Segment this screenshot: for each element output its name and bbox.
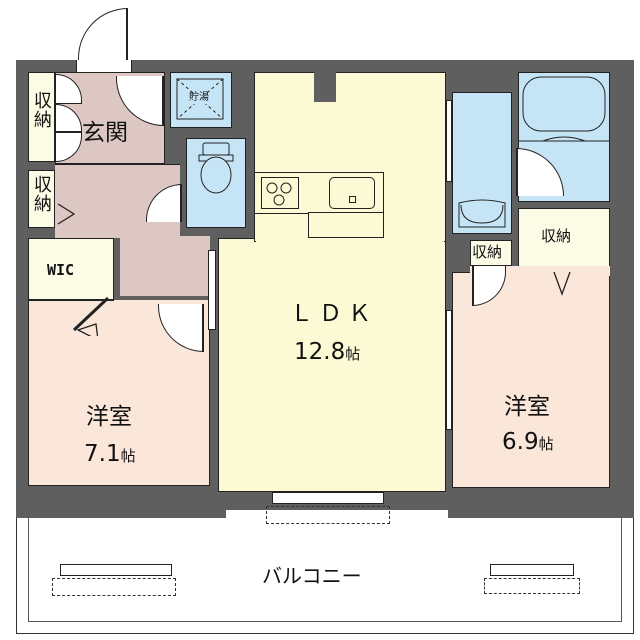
storage-right: 収納 [518, 208, 610, 268]
ldk-sliding-door-left[interactable] [208, 250, 216, 330]
western-right-name: 洋室 [504, 394, 550, 420]
storage-small-label: 収納 [472, 243, 503, 261]
western-right-size-unit: 帖 [538, 435, 554, 453]
sink-drain-icon [349, 196, 356, 203]
sink[interactable] [329, 177, 375, 209]
washbasin-icon [458, 199, 506, 228]
western-room-left-upper [114, 300, 210, 304]
water-heater: 貯湯 [170, 72, 232, 128]
ldk-window-sash [266, 506, 390, 524]
storage-entrance-label: 収納 [30, 91, 52, 129]
washroom-sliding-door[interactable] [446, 100, 452, 182]
kitchen-lower-counter [308, 212, 384, 238]
western-left-window[interactable] [60, 564, 172, 576]
washroom [452, 92, 512, 234]
stove[interactable] [261, 177, 299, 209]
ldk-join [256, 234, 444, 244]
western-left-window-sash [52, 578, 176, 596]
ldk-room [218, 238, 446, 492]
wic: WIC [28, 238, 114, 300]
western-right-sliding-door[interactable] [446, 310, 452, 430]
outer-wall-right-bottom [448, 490, 634, 518]
closet-door-middle[interactable] [56, 104, 82, 132]
ldk-notch [314, 70, 336, 102]
stove-burners-icon [266, 182, 292, 206]
storage-entrance: 収納 [28, 72, 55, 162]
western-left-size-value: 7.1 [84, 441, 121, 467]
storage-hall-label: 収納 [30, 175, 52, 213]
storage-hall-opening-icon [57, 203, 76, 225]
ldk-size-value: 12.8 [294, 339, 346, 365]
storage-hall: 収納 [28, 170, 55, 228]
entry-door-threshold [76, 60, 132, 74]
western-room-right-upper [470, 266, 610, 276]
storage-right-label: 収納 [541, 227, 572, 245]
western-right-window[interactable] [490, 564, 574, 576]
western-left-name: 洋室 [86, 404, 132, 430]
hallway-lower [120, 236, 210, 296]
western-left-size-unit: 帖 [120, 447, 136, 465]
storage-small: 収納 [470, 240, 512, 266]
water-heater-label: 貯湯 [189, 92, 209, 104]
toilet-room [186, 138, 246, 228]
western-right-size: 6.9帖 [502, 430, 554, 454]
ldk-size: 12.8帖 [294, 340, 360, 364]
bathtub-icon [519, 76, 609, 142]
ldk-name: ＬＤＫ [290, 301, 377, 327]
western-right-size-value: 6.9 [502, 429, 539, 455]
entrance-label: 玄関 [82, 120, 128, 146]
wic-door-icon [72, 296, 110, 336]
entry-door[interactable] [78, 8, 128, 62]
western-room-right [452, 272, 610, 488]
toilet-icon [198, 142, 234, 194]
balcony-label: バルコニー [262, 564, 362, 588]
balcony-recess [226, 510, 448, 600]
outer-wall-left-bottom [16, 490, 226, 518]
western-left-size: 7.1帖 [84, 442, 136, 466]
western-right-window-sash [484, 578, 580, 594]
ldk-size-unit: 帖 [345, 345, 361, 363]
storage-right-opening-icon [553, 271, 571, 296]
ldk-window-bottom[interactable] [272, 492, 384, 504]
wic-label: WIC [47, 261, 75, 279]
kitchen-counter [254, 172, 384, 214]
